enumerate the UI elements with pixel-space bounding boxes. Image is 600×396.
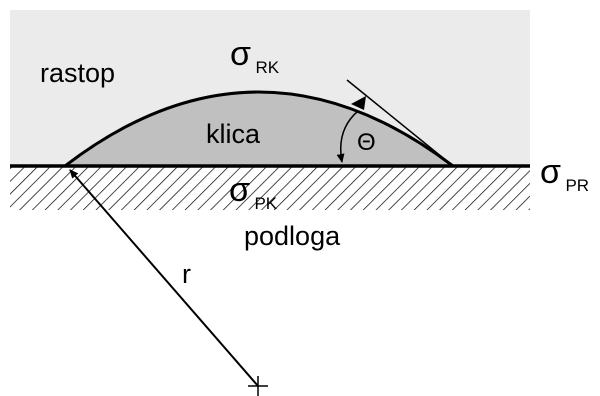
tension-melt-nucleus: σ RK — [230, 35, 280, 77]
radius-line — [69, 169, 259, 387]
tension-melt-nucleus-subscript: RK — [255, 58, 279, 77]
angle-label: Θ — [357, 129, 376, 156]
substrate-label: podloga — [244, 221, 341, 251]
contact-angle-arc — [336, 110, 359, 163]
tension-melt-nucleus-symbol: σ — [230, 35, 251, 73]
tension-substrate-nucleus-symbol: σ — [229, 171, 250, 209]
nucleus-cap — [63, 90, 455, 168]
tension-substrate-melt: σ PR — [540, 153, 589, 195]
tangent-arrowhead — [351, 96, 366, 110]
tangent-line — [346, 79, 454, 167]
tension-substrate-nucleus: σ PK — [229, 171, 278, 213]
radius-label: r — [182, 259, 191, 289]
tension-substrate-melt-symbol: σ — [540, 153, 561, 191]
tension-substrate-nucleus-subscript: PK — [254, 194, 277, 213]
melt-label: rastop — [40, 58, 115, 88]
substrate-hatching — [10, 166, 530, 210]
nucleus-label: klica — [206, 119, 261, 149]
tension-substrate-melt-subscript: PR — [565, 176, 589, 195]
